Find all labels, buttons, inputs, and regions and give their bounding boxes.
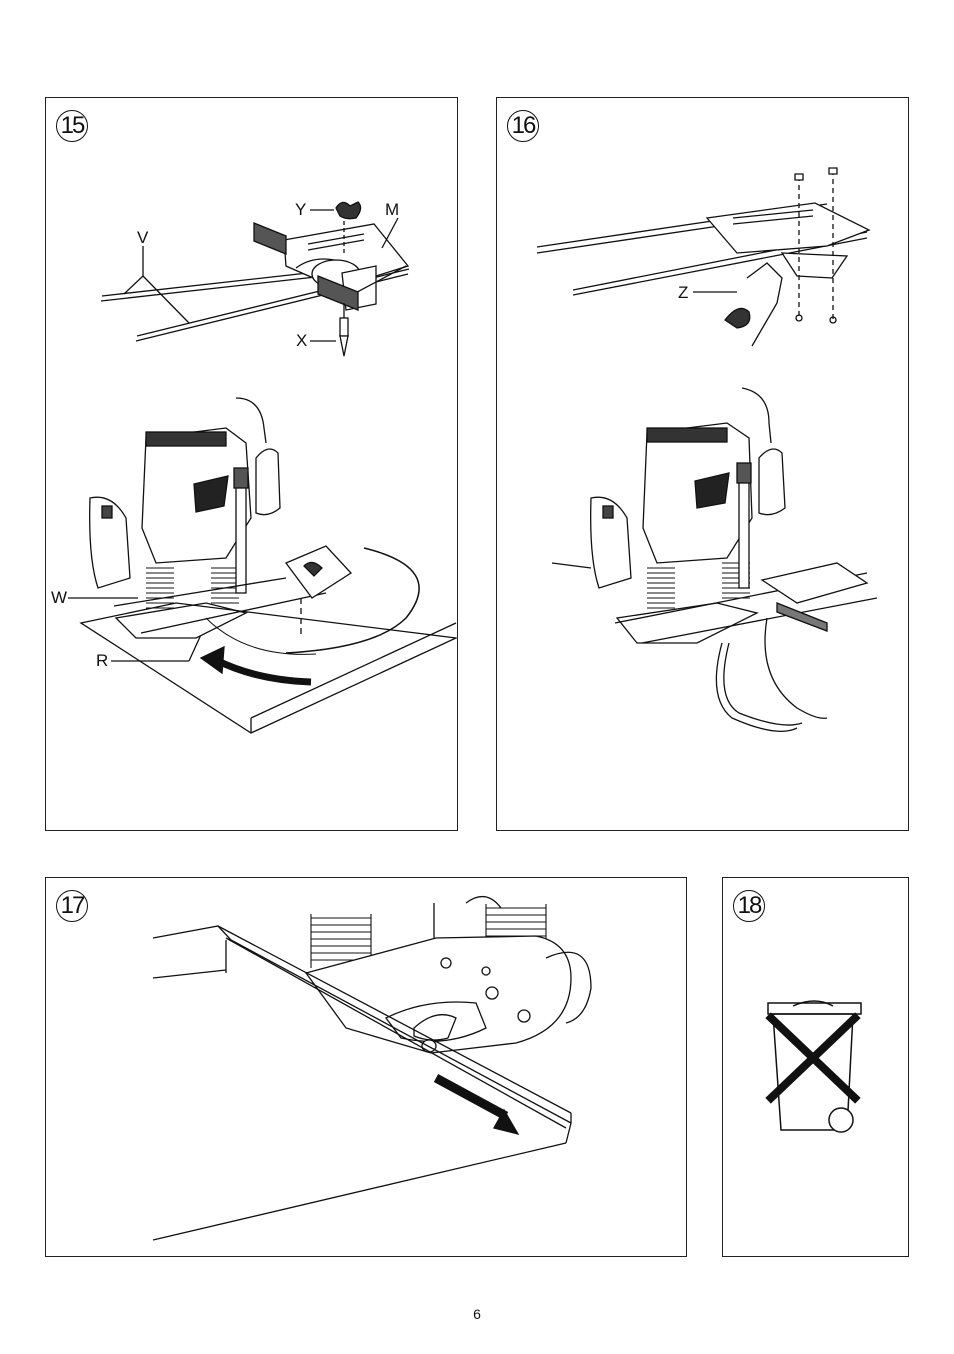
label-m: M xyxy=(385,201,399,219)
label-y: Y xyxy=(295,201,306,219)
label-x: X xyxy=(296,332,307,350)
figure-15-panel: 15 xyxy=(45,97,458,831)
edge-routing-illustration xyxy=(46,878,686,1256)
crossed-out-bin-icon xyxy=(723,878,908,1256)
figure-16-panel: 16 xyxy=(496,97,909,831)
label-r: R xyxy=(96,652,108,670)
guide-mounting-illustration xyxy=(497,98,908,830)
label-w: W xyxy=(51,589,67,607)
label-z: Z xyxy=(678,284,688,302)
figure-18-panel: 18 xyxy=(722,877,909,1257)
label-v: V xyxy=(137,229,148,247)
figure-17-panel: 17 xyxy=(45,877,687,1257)
page-number: 6 xyxy=(0,1306,954,1322)
